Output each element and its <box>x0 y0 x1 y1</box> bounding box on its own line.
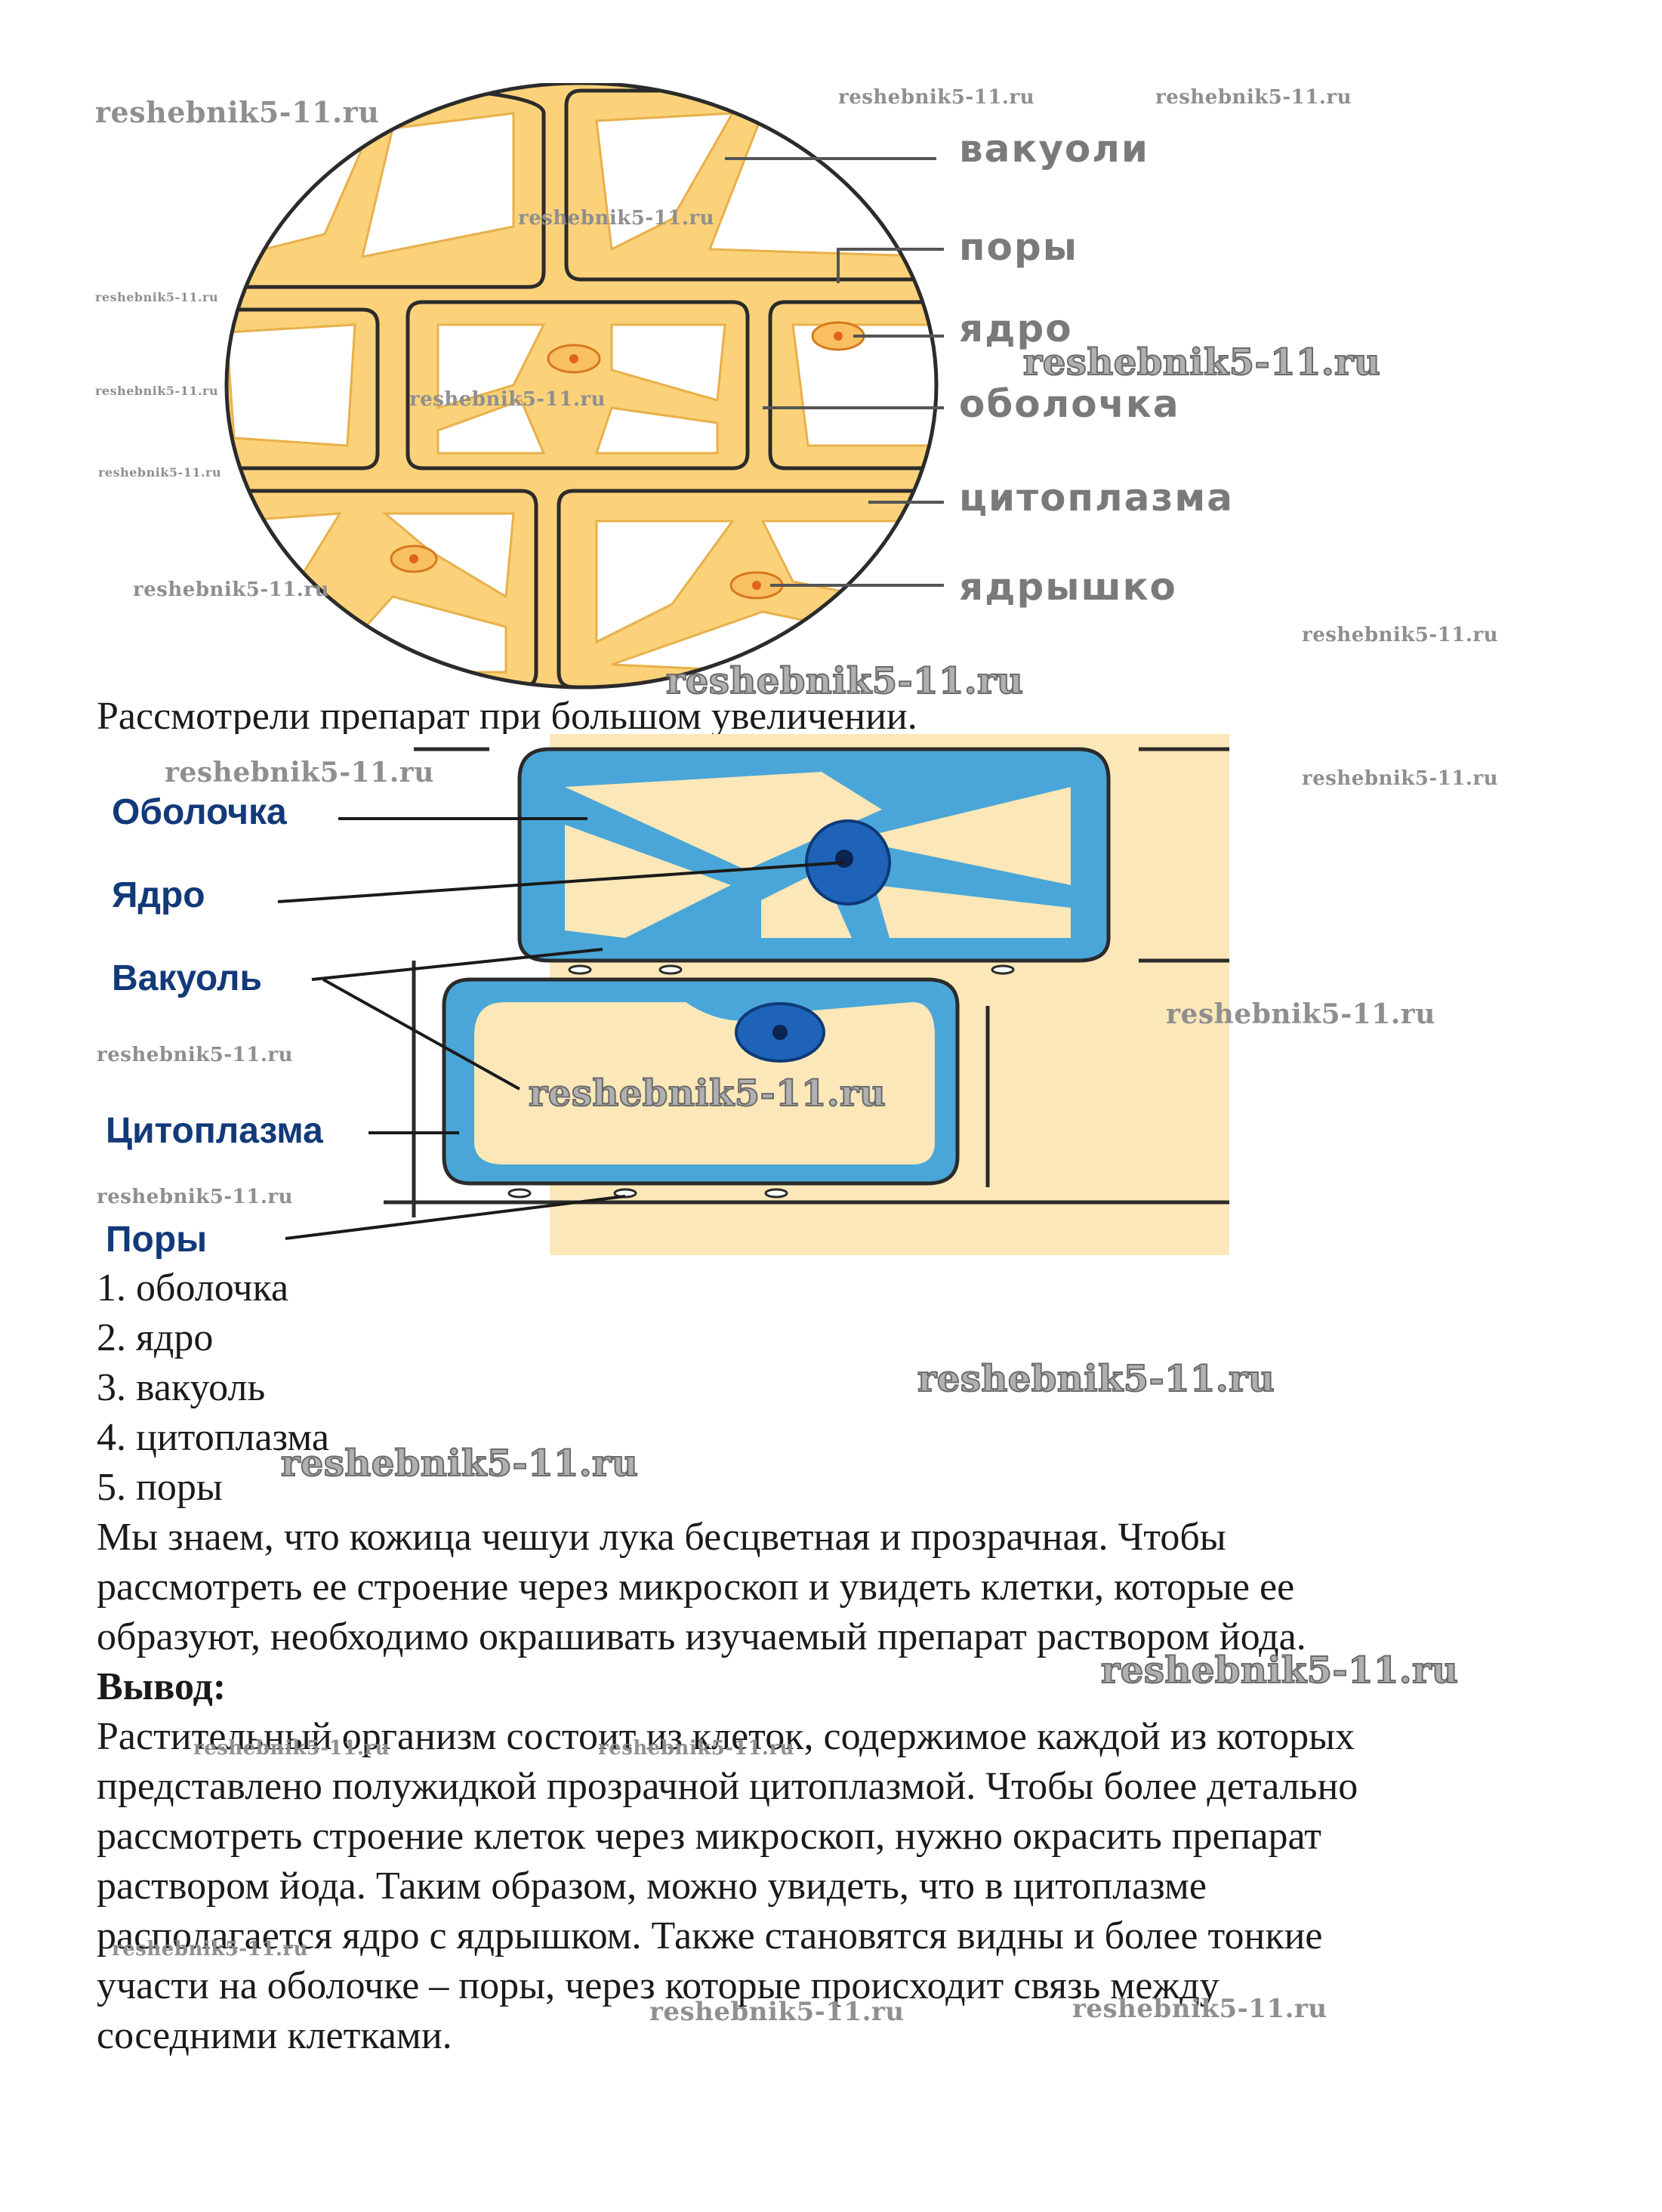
watermark: reshebnik5-11.ru <box>193 1737 390 1760</box>
watermark: reshebnik5-11.ru <box>1023 341 1380 384</box>
paragraph-line: рассмотреть строение клеток через микрос… <box>97 1812 1321 1862</box>
paragraph-line: Мы знаем, что кожица чешуи лука бесцветн… <box>97 1513 1226 1563</box>
watermark: reshebnik5-11.ru <box>1101 1649 1458 1692</box>
label-membrane-2: Оболочка <box>112 791 287 833</box>
list-item: 3. вакуоль <box>97 1363 265 1413</box>
label-cytoplasm: цитоплазма <box>959 476 1234 520</box>
watermark: reshebnik5-11.ru <box>98 465 221 480</box>
conclusion-heading: Вывод: <box>97 1662 226 1712</box>
watermark: reshebnik5-11.ru <box>97 1186 293 1208</box>
watermark: reshebnik5-11.ru <box>598 1737 794 1760</box>
paragraph-line: представлено полужидкой прозрачной цитоп… <box>97 1762 1358 1812</box>
label-pores: поры <box>959 225 1078 269</box>
list-item: 2. ядро <box>97 1313 213 1363</box>
watermark: reshebnik5-11.ru <box>165 757 434 788</box>
paragraph-line: соседними клетками. <box>97 2011 452 2061</box>
watermark: reshebnik5-11.ru <box>917 1358 1275 1400</box>
watermark: reshebnik5-11.ru <box>1166 998 1435 1030</box>
watermark: reshebnik5-11.ru <box>1302 624 1498 646</box>
watermark: reshebnik5-11.ru <box>649 1997 905 2027</box>
label-vacuoles: вакуоли <box>959 127 1149 171</box>
label-pores-2: Поры <box>106 1219 207 1260</box>
watermark: reshebnik5-11.ru <box>1072 1994 1327 2024</box>
watermark: reshebnik5-11.ru <box>409 388 606 411</box>
watermark: reshebnik5-11.ru <box>95 95 379 129</box>
watermark: reshebnik5-11.ru <box>666 660 1023 702</box>
list-item: 1. оболочка <box>97 1263 288 1313</box>
watermark: reshebnik5-11.ru <box>1302 767 1498 790</box>
paragraph-line: раствором йода. Таким образом, можно уви… <box>97 1862 1207 1911</box>
label-nucleolus: ядрышко <box>959 565 1177 609</box>
watermark: reshebnik5-11.ru <box>97 1044 293 1066</box>
label-vacuole-2: Вакуоль <box>112 958 262 999</box>
watermark: reshebnik5-11.ru <box>518 207 714 230</box>
watermark: reshebnik5-11.ru <box>529 1072 886 1115</box>
watermark: reshebnik5-11.ru <box>95 290 218 304</box>
watermark: reshebnik5-11.ru <box>95 384 218 398</box>
watermark: reshebnik5-11.ru <box>1155 86 1352 109</box>
watermark: reshebnik5-11.ru <box>112 1938 308 1961</box>
label-cytoplasm-2: Цитоплазма <box>106 1110 323 1152</box>
watermark: reshebnik5-11.ru <box>838 86 1035 109</box>
watermark: reshebnik5-11.ru <box>133 578 329 601</box>
label-nucleus-2: Ядро <box>112 875 205 916</box>
watermark: reshebnik5-11.ru <box>281 1442 638 1485</box>
label-membrane: оболочка <box>959 382 1180 426</box>
list-item: 5. поры <box>97 1463 223 1513</box>
paragraph-line: рассмотреть ее строение через микроскоп … <box>97 1563 1294 1612</box>
